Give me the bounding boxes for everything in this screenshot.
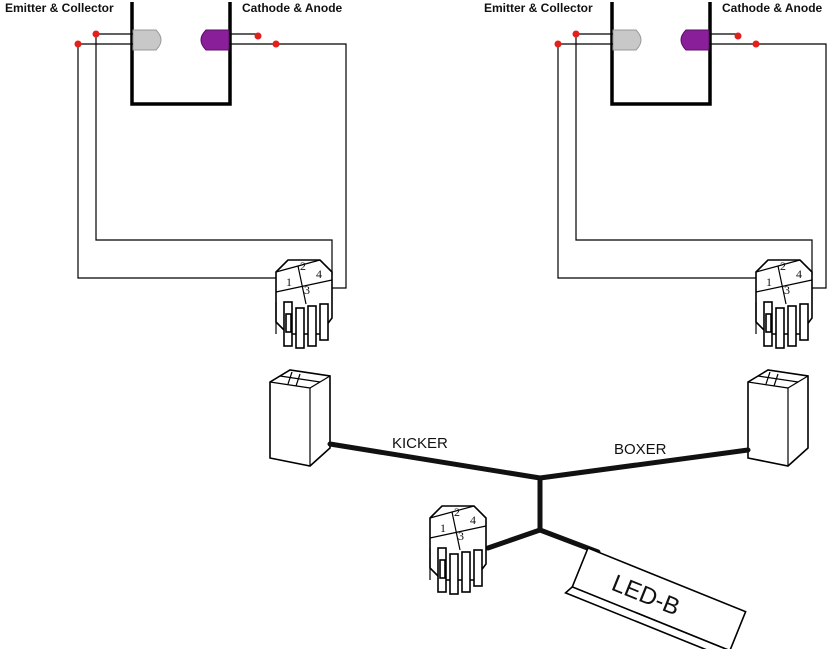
boxer-cable — [537, 447, 751, 481]
right-plug-connector: 2 4 1 3 — [755, 259, 813, 349]
right-solder-dot-4 — [752, 40, 760, 48]
right-solder-dot-3 — [734, 32, 742, 40]
right-solder-dot-1 — [572, 30, 580, 38]
right-sensor-assembly: Emitter & Collector Cathode & Anode 2 4 … — [484, 1, 827, 467]
right-pin-4: 4 — [796, 267, 802, 281]
left-wire-c — [229, 33, 259, 36]
bottom-pin-1: 1 — [440, 521, 446, 535]
left-pin-4: 4 — [316, 267, 322, 281]
right-wire-a — [575, 33, 813, 275]
kicker-label: KICKER — [392, 435, 448, 452]
bottom-pin-2: 2 — [454, 505, 460, 519]
right-solder-dot-2 — [554, 40, 562, 48]
left-pin-2: 2 — [300, 259, 306, 273]
left-socket-block — [269, 369, 331, 467]
right-emitter-led-icon — [612, 29, 642, 51]
left-sensor-holder — [130, 2, 232, 106]
right-sensor-holder — [610, 2, 712, 106]
left-cathode-anode-label: Cathode & Anode — [242, 1, 343, 15]
right-wire-d — [709, 43, 827, 289]
left-wire-d — [229, 43, 347, 289]
left-wire-b — [77, 43, 290, 279]
y-cable: KICKER BOXER — [327, 435, 751, 555]
right-pin-2: 2 — [780, 259, 786, 273]
left-solder-dot-4 — [272, 40, 280, 48]
left-cathode-led-icon — [200, 29, 230, 51]
led-b-strip: LED-B — [564, 546, 747, 649]
left-wire-a — [95, 33, 333, 275]
left-solder-dot-2 — [74, 40, 82, 48]
right-wire-b — [557, 43, 770, 279]
bottom-plug-connector: 2 4 1 3 — [429, 505, 487, 595]
kicker-cable — [327, 441, 543, 481]
right-cathode-led-icon — [680, 29, 710, 51]
bottom-pin-4: 4 — [470, 513, 476, 527]
plug-branch-cable — [485, 527, 543, 551]
left-emitter-led-icon — [132, 29, 162, 51]
left-solder-dot-3 — [254, 32, 262, 40]
led-b-strip-edge — [564, 586, 732, 649]
left-plug-connector: 2 4 1 3 — [275, 259, 333, 349]
left-pin-1: 1 — [286, 275, 292, 289]
bottom-pin-3: 3 — [458, 529, 464, 543]
right-pin-1: 1 — [766, 275, 772, 289]
right-cathode-anode-label: Cathode & Anode — [722, 1, 823, 15]
right-socket-block — [747, 369, 809, 467]
boxer-label: BOXER — [614, 441, 667, 458]
left-sensor-assembly: Emitter & Collector Cathode & Anode 2 4 … — [5, 1, 347, 467]
right-pin-3: 3 — [784, 283, 790, 297]
left-pin-3: 3 — [304, 283, 310, 297]
left-emitter-collector-label: Emitter & Collector — [5, 1, 114, 15]
right-emitter-collector-label: Emitter & Collector — [484, 1, 593, 15]
right-wire-c — [709, 33, 739, 36]
left-solder-dot-1 — [92, 30, 100, 38]
